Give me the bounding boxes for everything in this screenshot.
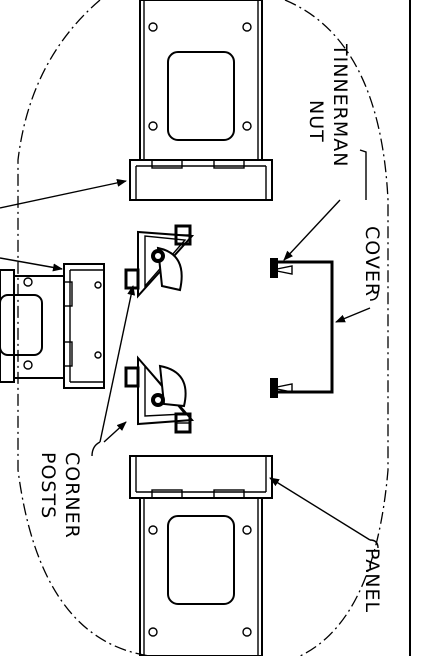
left-panel — [0, 263, 105, 389]
boundary-outline — [17, 0, 389, 656]
bottom-panel — [129, 455, 273, 656]
corner-post-lower — [124, 355, 195, 434]
label-nut: NUT — [305, 100, 327, 143]
top-panel — [129, 0, 273, 201]
label-corner: CORNER — [61, 452, 83, 539]
label-panel: PANEL — [361, 548, 383, 613]
label-tinnerman: TINNERMAN — [329, 43, 351, 167]
label-ticks — [91, 149, 379, 549]
leader-lines — [0, 178, 371, 541]
label-cover: COVER — [361, 226, 383, 297]
cover — [270, 258, 334, 398]
label-posts: POSTS — [37, 452, 59, 519]
corner-post-upper — [124, 224, 195, 299]
